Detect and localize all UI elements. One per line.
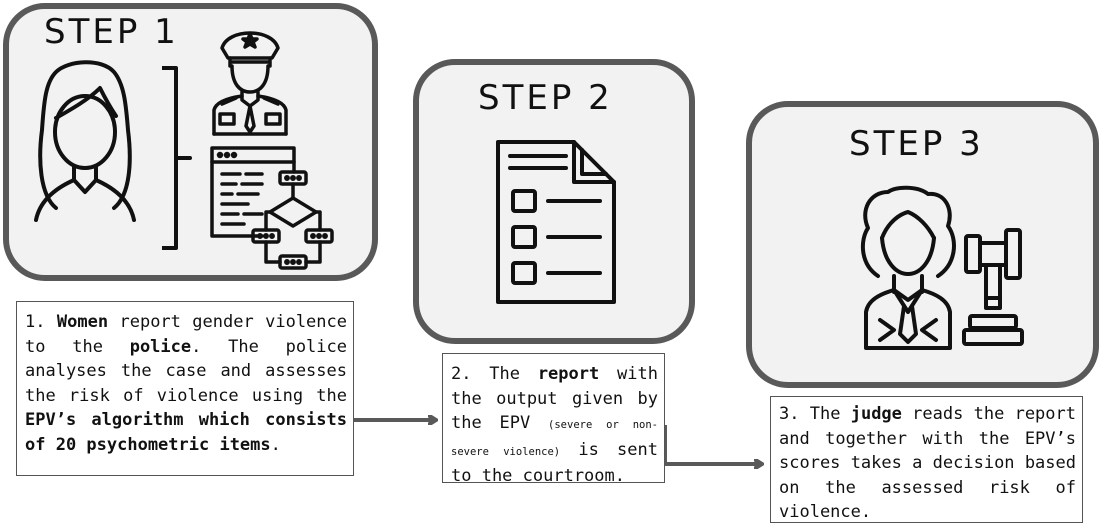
step-1-title: STEP 1 [44,12,179,52]
step-2-title: STEP 2 [478,78,613,118]
arrow-step2-to-step3 [663,425,760,464]
step-3-title: STEP 3 [849,124,984,164]
step-1-box [3,3,378,281]
algorithm-flowchart-icon [210,146,334,270]
report-document-icon [496,140,616,304]
step-3-box [746,101,1099,388]
police-officer-icon [212,31,288,136]
bracket [162,66,192,250]
gavel-icon [962,228,1024,346]
step-3-description: 3. The judge reads the report and togeth… [770,396,1083,523]
judge-icon [860,185,956,350]
step-1-description: 1. Women report gender violence to the p… [16,301,354,476]
woman-icon [34,60,136,222]
step-2-description: 2. The report with the output given by t… [442,353,665,486]
